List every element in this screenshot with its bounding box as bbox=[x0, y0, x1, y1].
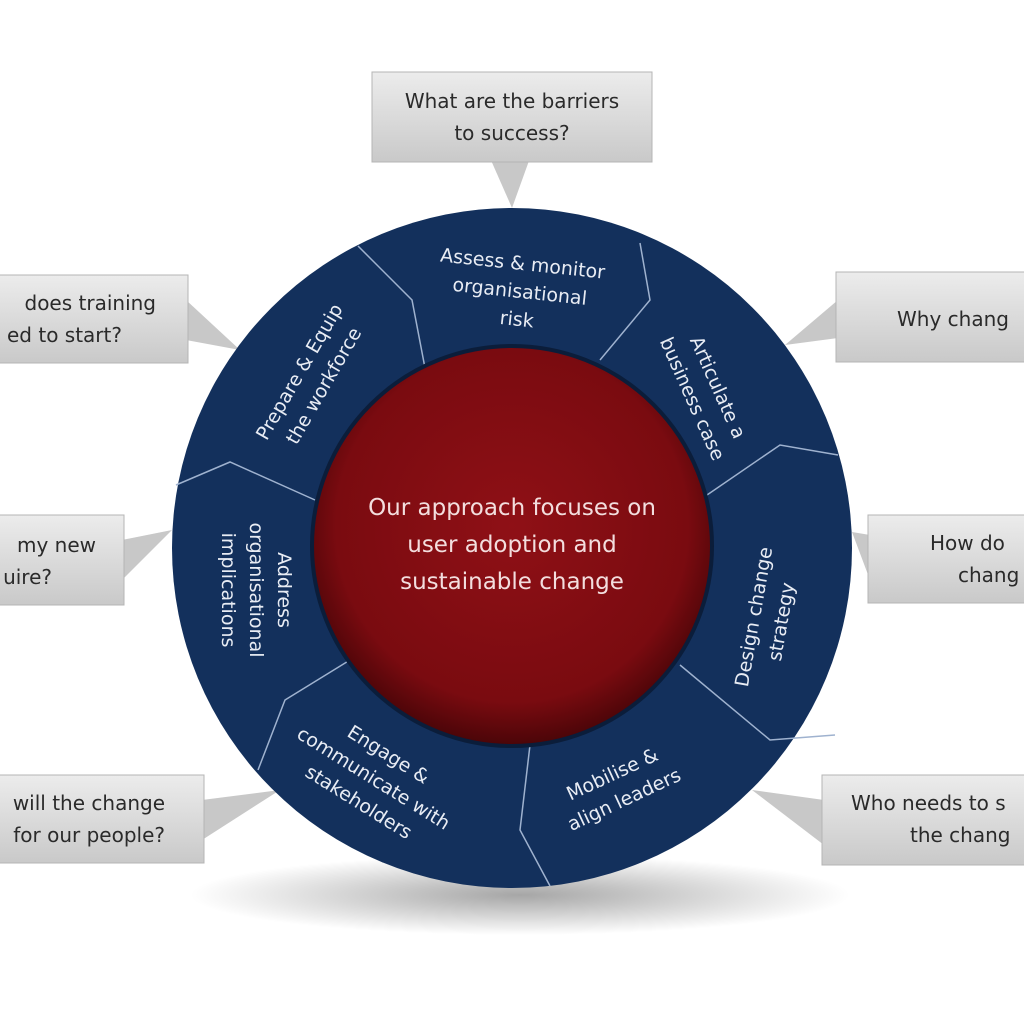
callout-text: chang bbox=[958, 563, 1019, 587]
callout-left-bottom: will the change for our people? bbox=[0, 774, 280, 864]
callout-text: uire? bbox=[3, 565, 52, 589]
center-circle bbox=[310, 344, 714, 748]
callout-text: does training bbox=[25, 291, 157, 315]
center-text-line: sustainable change bbox=[400, 569, 624, 595]
center-text-line: user adoption and bbox=[407, 532, 616, 558]
callout-top: What are the barriers to success? bbox=[371, 71, 653, 208]
callout-right-top: Why chang bbox=[785, 271, 1024, 363]
callout-text: for our people? bbox=[13, 823, 165, 847]
segment-dividers bbox=[175, 242, 839, 887]
callout-text: will the change bbox=[13, 791, 165, 815]
callout-text: Who needs to s bbox=[851, 791, 1006, 815]
callout-text: to success? bbox=[454, 121, 569, 145]
segment-address[interactable]: Address organisational implications bbox=[217, 523, 295, 658]
callout-text: How do bbox=[930, 531, 1005, 555]
callout-left-top: does training ed to start? bbox=[0, 274, 240, 364]
segment-label: Address bbox=[273, 552, 295, 628]
wheel-shadow bbox=[190, 855, 850, 935]
segment-label: implications bbox=[217, 533, 239, 648]
callout-left-mid: my new uire? bbox=[0, 514, 172, 606]
segment-label: organisational bbox=[245, 523, 267, 658]
center-text-line: Our approach focuses on bbox=[368, 495, 656, 521]
callout-text: Why chang bbox=[897, 307, 1009, 331]
callout-text: ed to start? bbox=[7, 323, 122, 347]
callout-text: the chang bbox=[910, 823, 1010, 847]
segment-label: risk bbox=[499, 307, 535, 332]
center-text: Our approach focuses on user adoption an… bbox=[368, 495, 656, 595]
callout-text: What are the barriers bbox=[405, 89, 619, 113]
callout-text: my new bbox=[17, 533, 96, 557]
callout-right-mid: How do chang bbox=[852, 514, 1024, 604]
callout-right-bottom: Who needs to s the chang bbox=[752, 774, 1024, 866]
